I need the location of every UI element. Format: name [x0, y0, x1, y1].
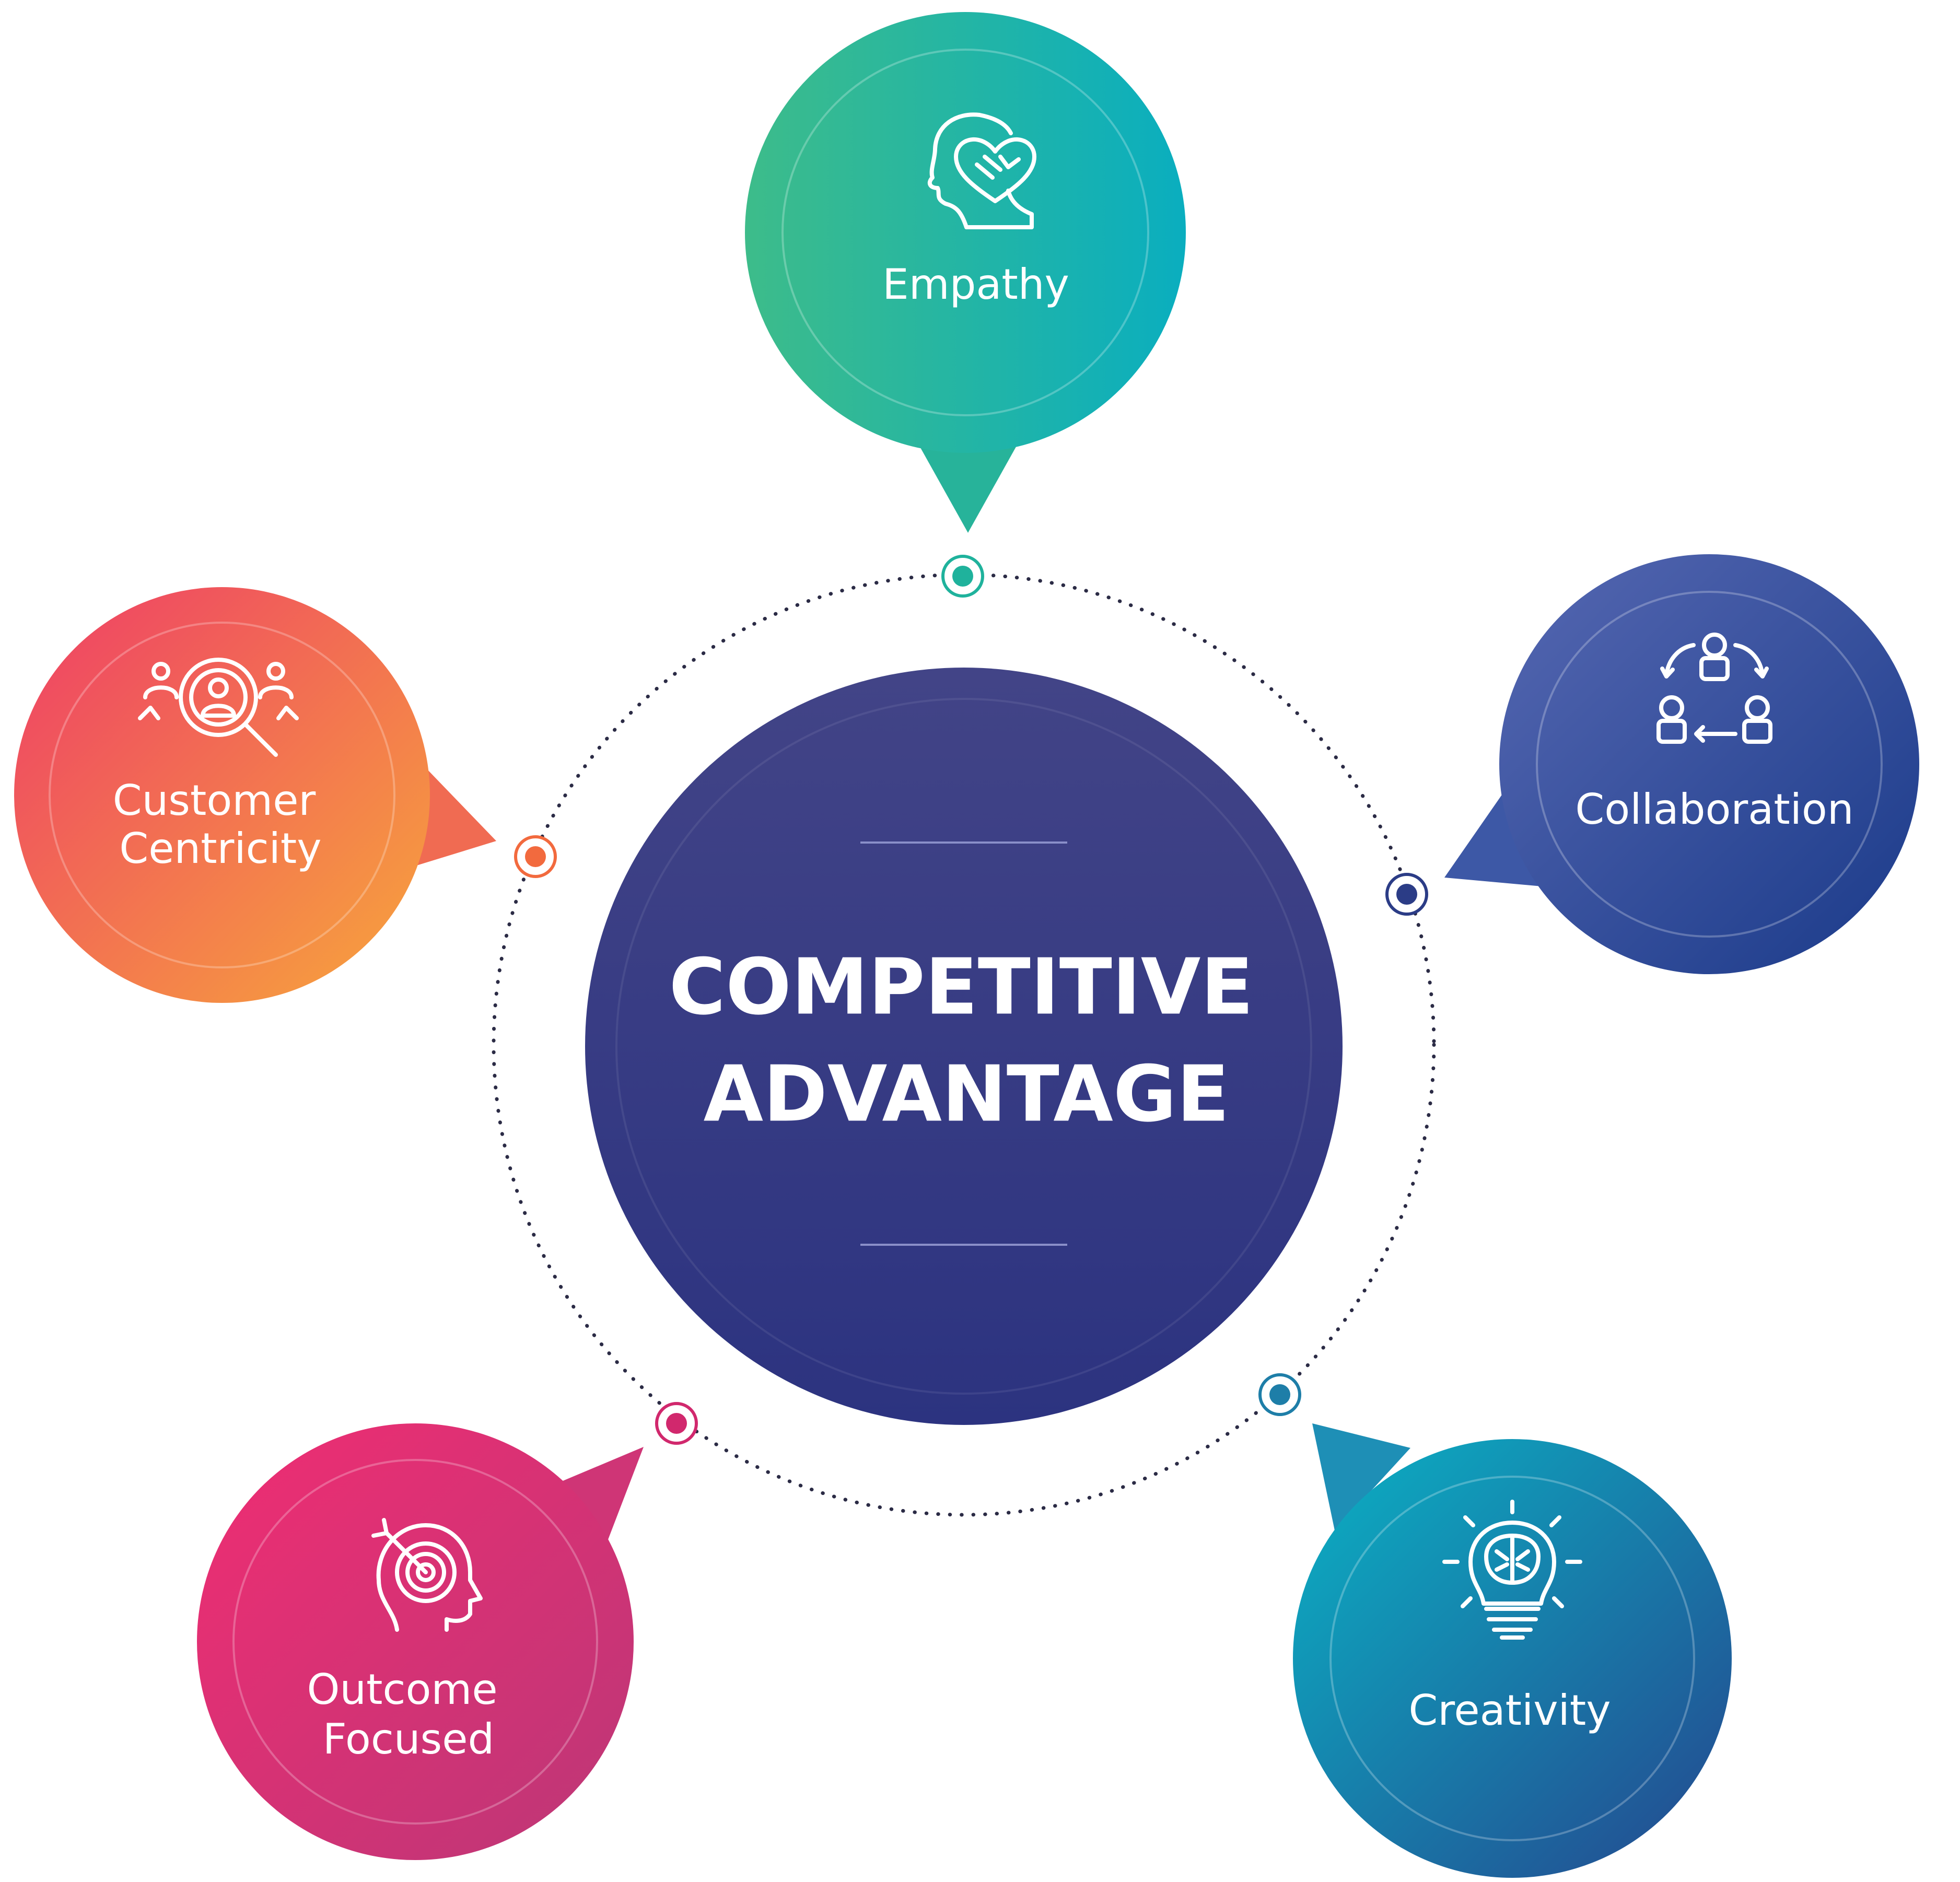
- center-title-line-2: ADVANTAGE: [704, 1049, 1230, 1139]
- collaboration-connector-dot: [1385, 873, 1428, 916]
- node-empathy: Empathy: [745, 12, 1186, 533]
- customer-connector-dot: [514, 835, 557, 878]
- node-outcome-focused: Outcome Focused: [197, 1423, 644, 1860]
- lightbulb-brain-icon: [1442, 1500, 1582, 1640]
- outcome-connector-dot: [655, 1402, 698, 1445]
- node-creativity: Creativity: [1293, 1423, 1732, 1878]
- center-title-line-1: COMPETITIVE: [669, 942, 1254, 1032]
- center-hub: COMPETITIVE ADVANTAGE: [585, 668, 1343, 1425]
- creativity-label: Creativity: [1408, 1686, 1611, 1735]
- node-customer-centricity: Customer Centricity: [14, 587, 496, 1003]
- creativity-connector-dot: [1258, 1373, 1301, 1416]
- head-heart-handshake-icon: [927, 112, 1036, 229]
- head-target-icon: [371, 1518, 483, 1632]
- empathy-label: Empathy: [882, 260, 1069, 309]
- empathy-connector-dot: [941, 555, 984, 598]
- dotted-orbit: [492, 572, 1436, 1517]
- customer-search-icon: [138, 658, 299, 757]
- outcome-label-line-2: Focused: [323, 1715, 494, 1763]
- node-collaboration: Collaboration: [1444, 554, 1919, 974]
- outcome-label-line-1: Outcome: [307, 1665, 497, 1714]
- team-cycle-icon: [1656, 633, 1772, 744]
- collaboration-label: Collaboration: [1575, 785, 1853, 834]
- customer-label-line-1: Customer: [113, 776, 316, 825]
- customer-label-line-2: Centricity: [119, 824, 321, 873]
